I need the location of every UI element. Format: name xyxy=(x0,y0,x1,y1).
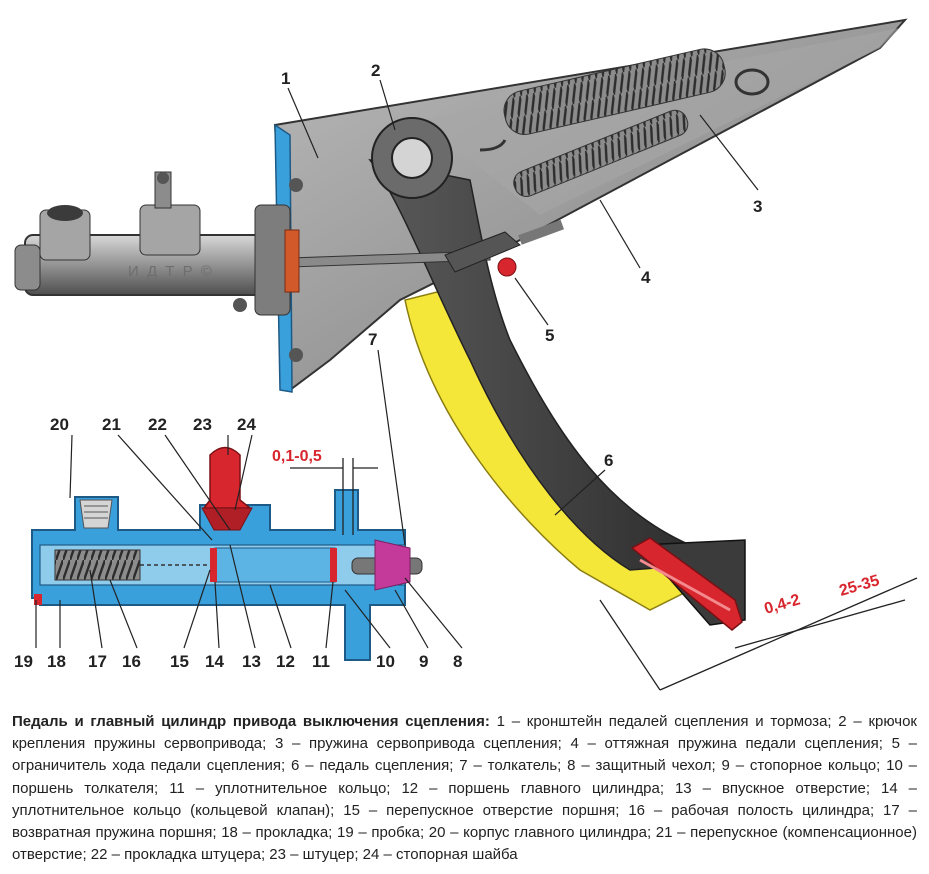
callout-10: 10 xyxy=(376,652,395,671)
master-cylinder-section xyxy=(31,446,423,661)
pedal-pad xyxy=(630,537,743,631)
boot xyxy=(374,539,411,591)
callout-6: 6 xyxy=(604,451,613,470)
bolt-icon xyxy=(289,348,303,362)
callout-15: 15 xyxy=(170,652,189,671)
callout-8: 8 xyxy=(453,652,462,671)
callout-22: 22 xyxy=(148,415,167,434)
callout-9: 9 xyxy=(419,652,428,671)
callout-12: 12 xyxy=(276,652,295,671)
fitting xyxy=(202,446,253,509)
servo-spring xyxy=(479,48,770,152)
callout-16: 16 xyxy=(122,652,141,671)
callout-5: 5 xyxy=(545,326,554,345)
callout-20: 20 xyxy=(50,415,69,434)
piston xyxy=(214,547,336,583)
callout-21: 21 xyxy=(102,415,121,434)
callout-2: 2 xyxy=(371,61,380,80)
callout-7: 7 xyxy=(368,330,377,349)
callout-11: 11 xyxy=(312,652,330,671)
callout-19: 19 xyxy=(14,652,33,671)
rubber-boot xyxy=(284,229,300,293)
return-spring xyxy=(513,109,689,197)
caption-title: Педаль и главный цилиндр привода выключе… xyxy=(12,713,490,730)
travel-stop xyxy=(497,257,517,277)
callout-24: 24 xyxy=(237,415,256,434)
leader-lines xyxy=(35,79,759,649)
callout-18: 18 xyxy=(47,652,66,671)
clutch-pedal-diagram: И Д Т Р © 0,1-0,5 0,4-2 25-35 xyxy=(14,18,918,691)
callout-labels: 1 2 3 4 5 6 7 8 9 10 11 12 13 14 15 16 1… xyxy=(14,61,762,671)
dimension-lines xyxy=(290,458,918,691)
callout-4: 4 xyxy=(641,268,651,287)
bolt-icon xyxy=(289,178,303,192)
pushrod xyxy=(289,219,564,277)
caption-body: 1 – кронштейн педалей сцепления и тормоз… xyxy=(12,713,917,864)
master-cylinder-3d xyxy=(14,171,300,316)
pedal-bracket xyxy=(233,18,908,393)
callout-23: 23 xyxy=(193,415,212,434)
callout-17: 17 xyxy=(88,652,107,671)
dimension-gap: 0,1-0,5 xyxy=(272,448,322,465)
callout-13: 13 xyxy=(242,652,261,671)
callout-3: 3 xyxy=(753,197,762,216)
callout-1: 1 xyxy=(281,69,290,88)
figure-caption: Педаль и главный цилиндр привода выключе… xyxy=(12,711,917,866)
dimension-free-play: 0,4-2 xyxy=(762,591,802,617)
watermark: И Д Т Р © xyxy=(128,263,214,280)
bolt-icon xyxy=(233,298,247,312)
callout-14: 14 xyxy=(205,652,224,671)
